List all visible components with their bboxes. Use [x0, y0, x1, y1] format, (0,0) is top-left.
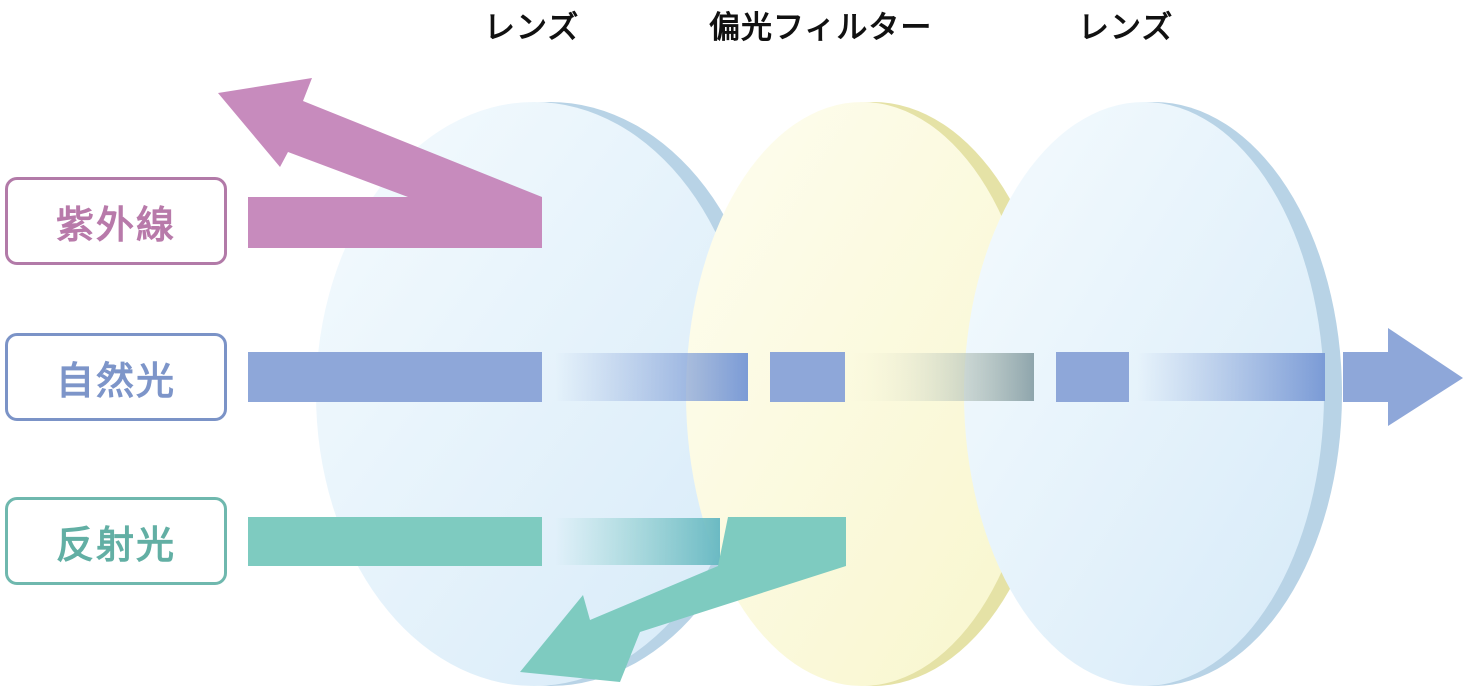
legend-reflected-light: 反射光: [5, 497, 227, 585]
legend-uv: 紫外線: [5, 177, 227, 265]
natural-light-arrow: [248, 328, 1463, 426]
lens-label-2: レンズ: [1078, 10, 1174, 46]
legend-uv-label: 紫外線: [55, 202, 176, 247]
legend-reflected-light-label: 反射光: [55, 522, 176, 567]
polarizing-filter-label: 偏光フィルター: [709, 10, 933, 46]
reflected-light-arrow: [248, 517, 846, 682]
legend-natural-light: 自然光: [5, 333, 227, 421]
legend-natural-light-label: 自然光: [55, 358, 176, 403]
uv-arrow: [218, 78, 542, 248]
lens-label-1: レンズ: [484, 10, 580, 46]
